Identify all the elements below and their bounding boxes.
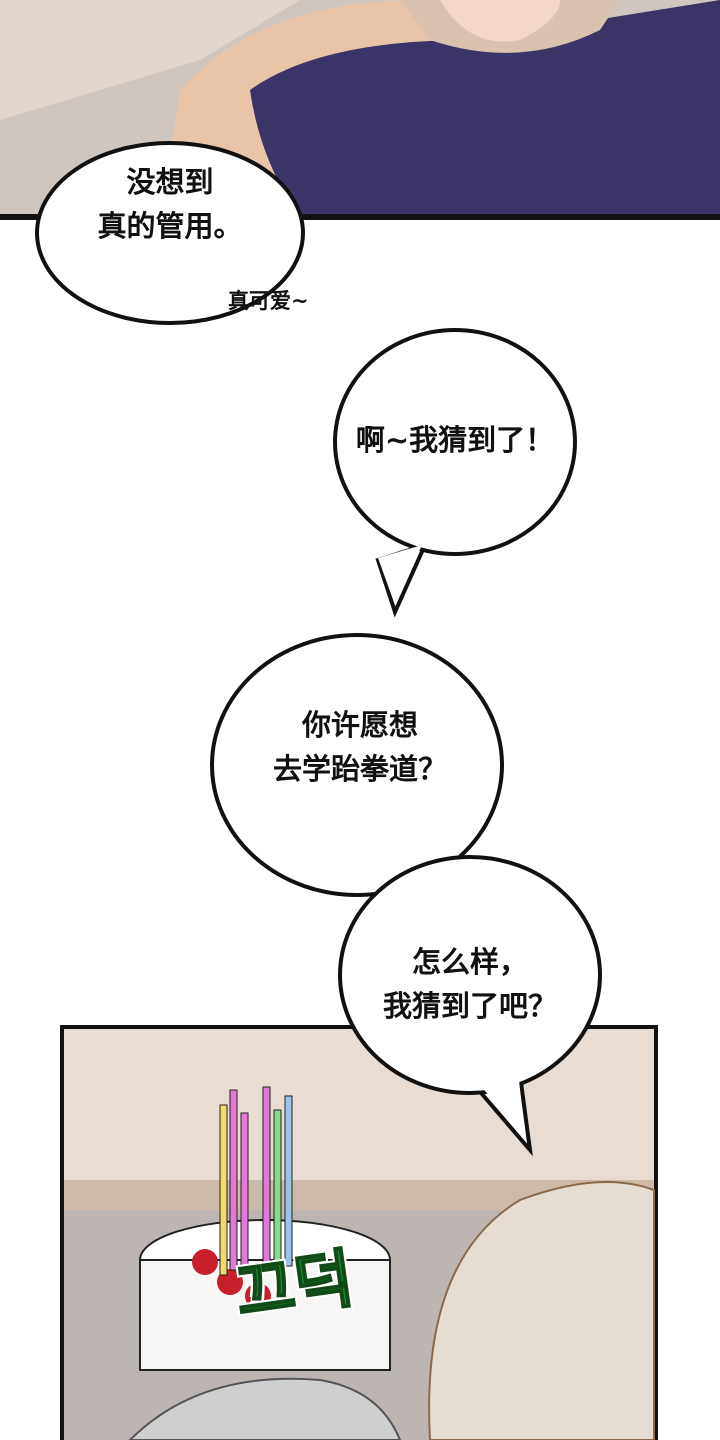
bubble-line: 我猜到了吧？ — [382, 989, 557, 1023]
speech-bubble-2: 啊~我猜到了！ — [345, 418, 565, 462]
bubble-line: 怎么样， — [411, 945, 528, 979]
speech-bubble-1: 没想到 真的管用。 — [60, 160, 280, 248]
bubble-line: 真的管用。 — [97, 209, 243, 243]
bottom-panel — [60, 1025, 658, 1440]
bubble-line: 啊~我猜到了！ — [355, 423, 555, 457]
bubble-2-shape — [333, 328, 577, 556]
speech-bubble-3: 你许愿想 去学跆拳道？ — [250, 703, 470, 791]
jacket — [250, 0, 720, 218]
bubble-line: 去学跆拳道？ — [272, 752, 447, 786]
bubble-line: 你许愿想 — [301, 708, 418, 742]
cake — [139, 1259, 391, 1371]
speech-bubble-4: 怎么样， 我猜到了吧？ — [360, 940, 580, 1028]
boy-hair — [428, 1181, 655, 1440]
nod-sfx: 끄덕 — [230, 1241, 359, 1333]
murmur-sfx: 真可爱~ — [228, 289, 309, 313]
face — [440, 0, 560, 42]
bubble-1-shape — [35, 141, 305, 325]
bubble-4-shape — [338, 855, 602, 1095]
bubble-3-shape — [210, 633, 504, 897]
bubble-line: 没想到 — [126, 165, 214, 199]
